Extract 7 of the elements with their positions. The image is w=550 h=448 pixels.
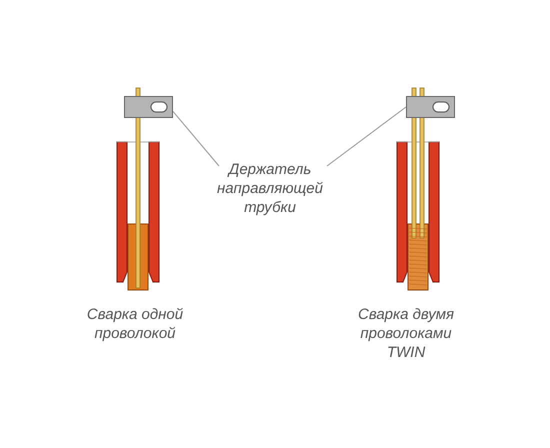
caption: Сварка двумя проволоками TWIN (356, 305, 456, 362)
leader-line (172, 110, 220, 166)
leader-line (326, 106, 406, 166)
callout-text: Держатель направляющей трубки (205, 160, 335, 217)
holder-bracket (406, 96, 455, 118)
holder-bracket (124, 96, 173, 118)
caption: Сварка одной проволокой (86, 305, 184, 343)
